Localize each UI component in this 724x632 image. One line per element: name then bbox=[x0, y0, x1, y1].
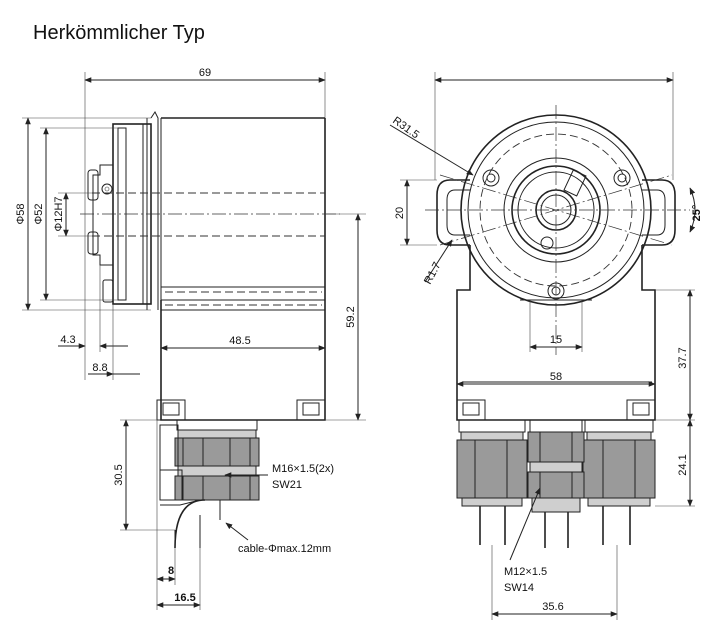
dim-housing-height: 59.2 bbox=[345, 306, 357, 327]
dim-flange-dia: Φ58 bbox=[15, 203, 27, 224]
cable-gland bbox=[159, 419, 260, 548]
side-view-dimensions: 69 Φ58 Φ52 Φ12H7 59.2 48.5 bbox=[15, 67, 366, 610]
cable-spec-label: cable-Φmax.12mm bbox=[238, 543, 331, 555]
cable bbox=[174, 499, 206, 549]
dim-flange-offset: 4.3 bbox=[60, 334, 75, 346]
conn-wrench-label: SW14 bbox=[504, 582, 534, 594]
dim-box-width: 58 bbox=[550, 371, 562, 383]
flange-ring bbox=[150, 111, 159, 310]
dim-gland-height-front: 24.1 bbox=[677, 454, 689, 475]
dim-flange-depth: 8.8 bbox=[92, 362, 107, 374]
cable-right bbox=[602, 506, 631, 545]
right-mounting-ear bbox=[642, 179, 676, 246]
dim-overall-length: 69 bbox=[199, 67, 211, 79]
dim-mount-width: 15 bbox=[550, 334, 562, 346]
conn-thread-label: M12×1.5 bbox=[504, 566, 547, 578]
screw-top-left-icon bbox=[482, 169, 500, 187]
dim-gland-spacing: 35.6 bbox=[542, 601, 563, 613]
terminal-box bbox=[160, 300, 326, 421]
dim-slot-radius: R1.7 bbox=[422, 260, 444, 286]
dim-housing-length: 48.5 bbox=[229, 335, 250, 347]
screw-top-right-icon bbox=[613, 169, 631, 187]
drawing-title: Herkömmlicher Typ bbox=[33, 22, 205, 44]
dim-angle: 25° bbox=[691, 205, 703, 222]
shaft-hub bbox=[92, 164, 114, 266]
cable-middle bbox=[544, 512, 569, 548]
cable-left bbox=[479, 506, 506, 545]
clamp-screw-icon bbox=[101, 183, 113, 195]
dim-gland-width: 16.5 bbox=[174, 592, 195, 604]
left-mounting-ear bbox=[436, 179, 470, 246]
dim-shaft-dia: Φ12H7 bbox=[53, 196, 65, 231]
dim-slot-width: 20 bbox=[394, 207, 406, 219]
front-glands bbox=[456, 419, 656, 513]
dim-gland-height: 30.5 bbox=[113, 464, 125, 485]
front-view bbox=[425, 105, 690, 548]
dim-box-height: 37.7 bbox=[677, 347, 689, 368]
clamp-block bbox=[563, 169, 587, 197]
dim-cable-offset: 8 bbox=[168, 565, 174, 577]
dim-spigot-dia: Φ52 bbox=[33, 203, 45, 224]
gland-wrench-label: SW21 bbox=[272, 479, 302, 491]
front-view-dimensions: R31.5 20 R1.7 25° 15 58 37.7 bbox=[389, 72, 703, 620]
side-view bbox=[80, 111, 340, 549]
gland-thread-label: M16×1.5(2x) bbox=[272, 463, 334, 475]
